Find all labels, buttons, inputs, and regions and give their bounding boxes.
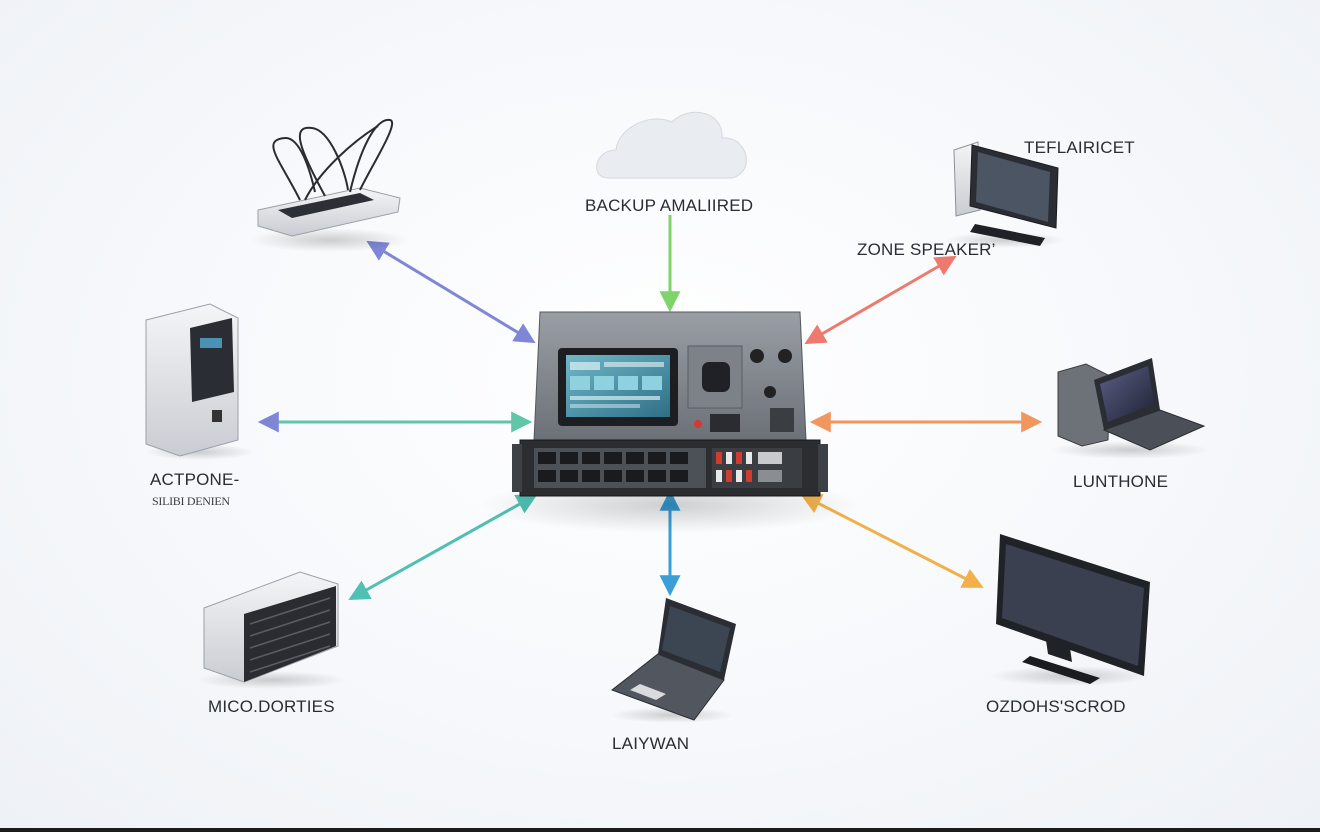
- connection-arrows: [257, 215, 1043, 601]
- pad-icon: [702, 362, 730, 392]
- tower-server: [145, 303, 255, 460]
- flat-monitor: [990, 534, 1150, 686]
- label-right: LUNTHONE: [1073, 472, 1169, 491]
- cloud-icon: [596, 111, 747, 179]
- label-left: ACTPONE-: [150, 470, 240, 489]
- label-right-upper: ZONE SPEAKER’: [857, 240, 996, 259]
- label-bottom: LAIYWAN: [612, 734, 690, 753]
- label-top-right: TEFLAIRICET: [1024, 138, 1135, 157]
- desktop-computer: [945, 141, 1065, 248]
- cabled-device: [250, 118, 410, 252]
- arrow-top-right: [804, 255, 957, 345]
- laptop-computer: [610, 598, 736, 723]
- label-bottom-right: OZDOHS'SCROD: [986, 697, 1126, 716]
- sublabel-left: SILIBI DENIEN: [152, 494, 230, 508]
- laptop-workstation: [1050, 358, 1210, 459]
- label-bottom-left: MICO.DORTIES: [208, 697, 335, 716]
- knob-icon: [750, 349, 764, 363]
- label-top: BACKUP AMALIIRED: [585, 196, 754, 215]
- arrow-top-left: [366, 240, 536, 344]
- bottom-edge: [0, 828, 1320, 832]
- central-rack-unit: [480, 311, 860, 533]
- storage-array: [197, 571, 347, 689]
